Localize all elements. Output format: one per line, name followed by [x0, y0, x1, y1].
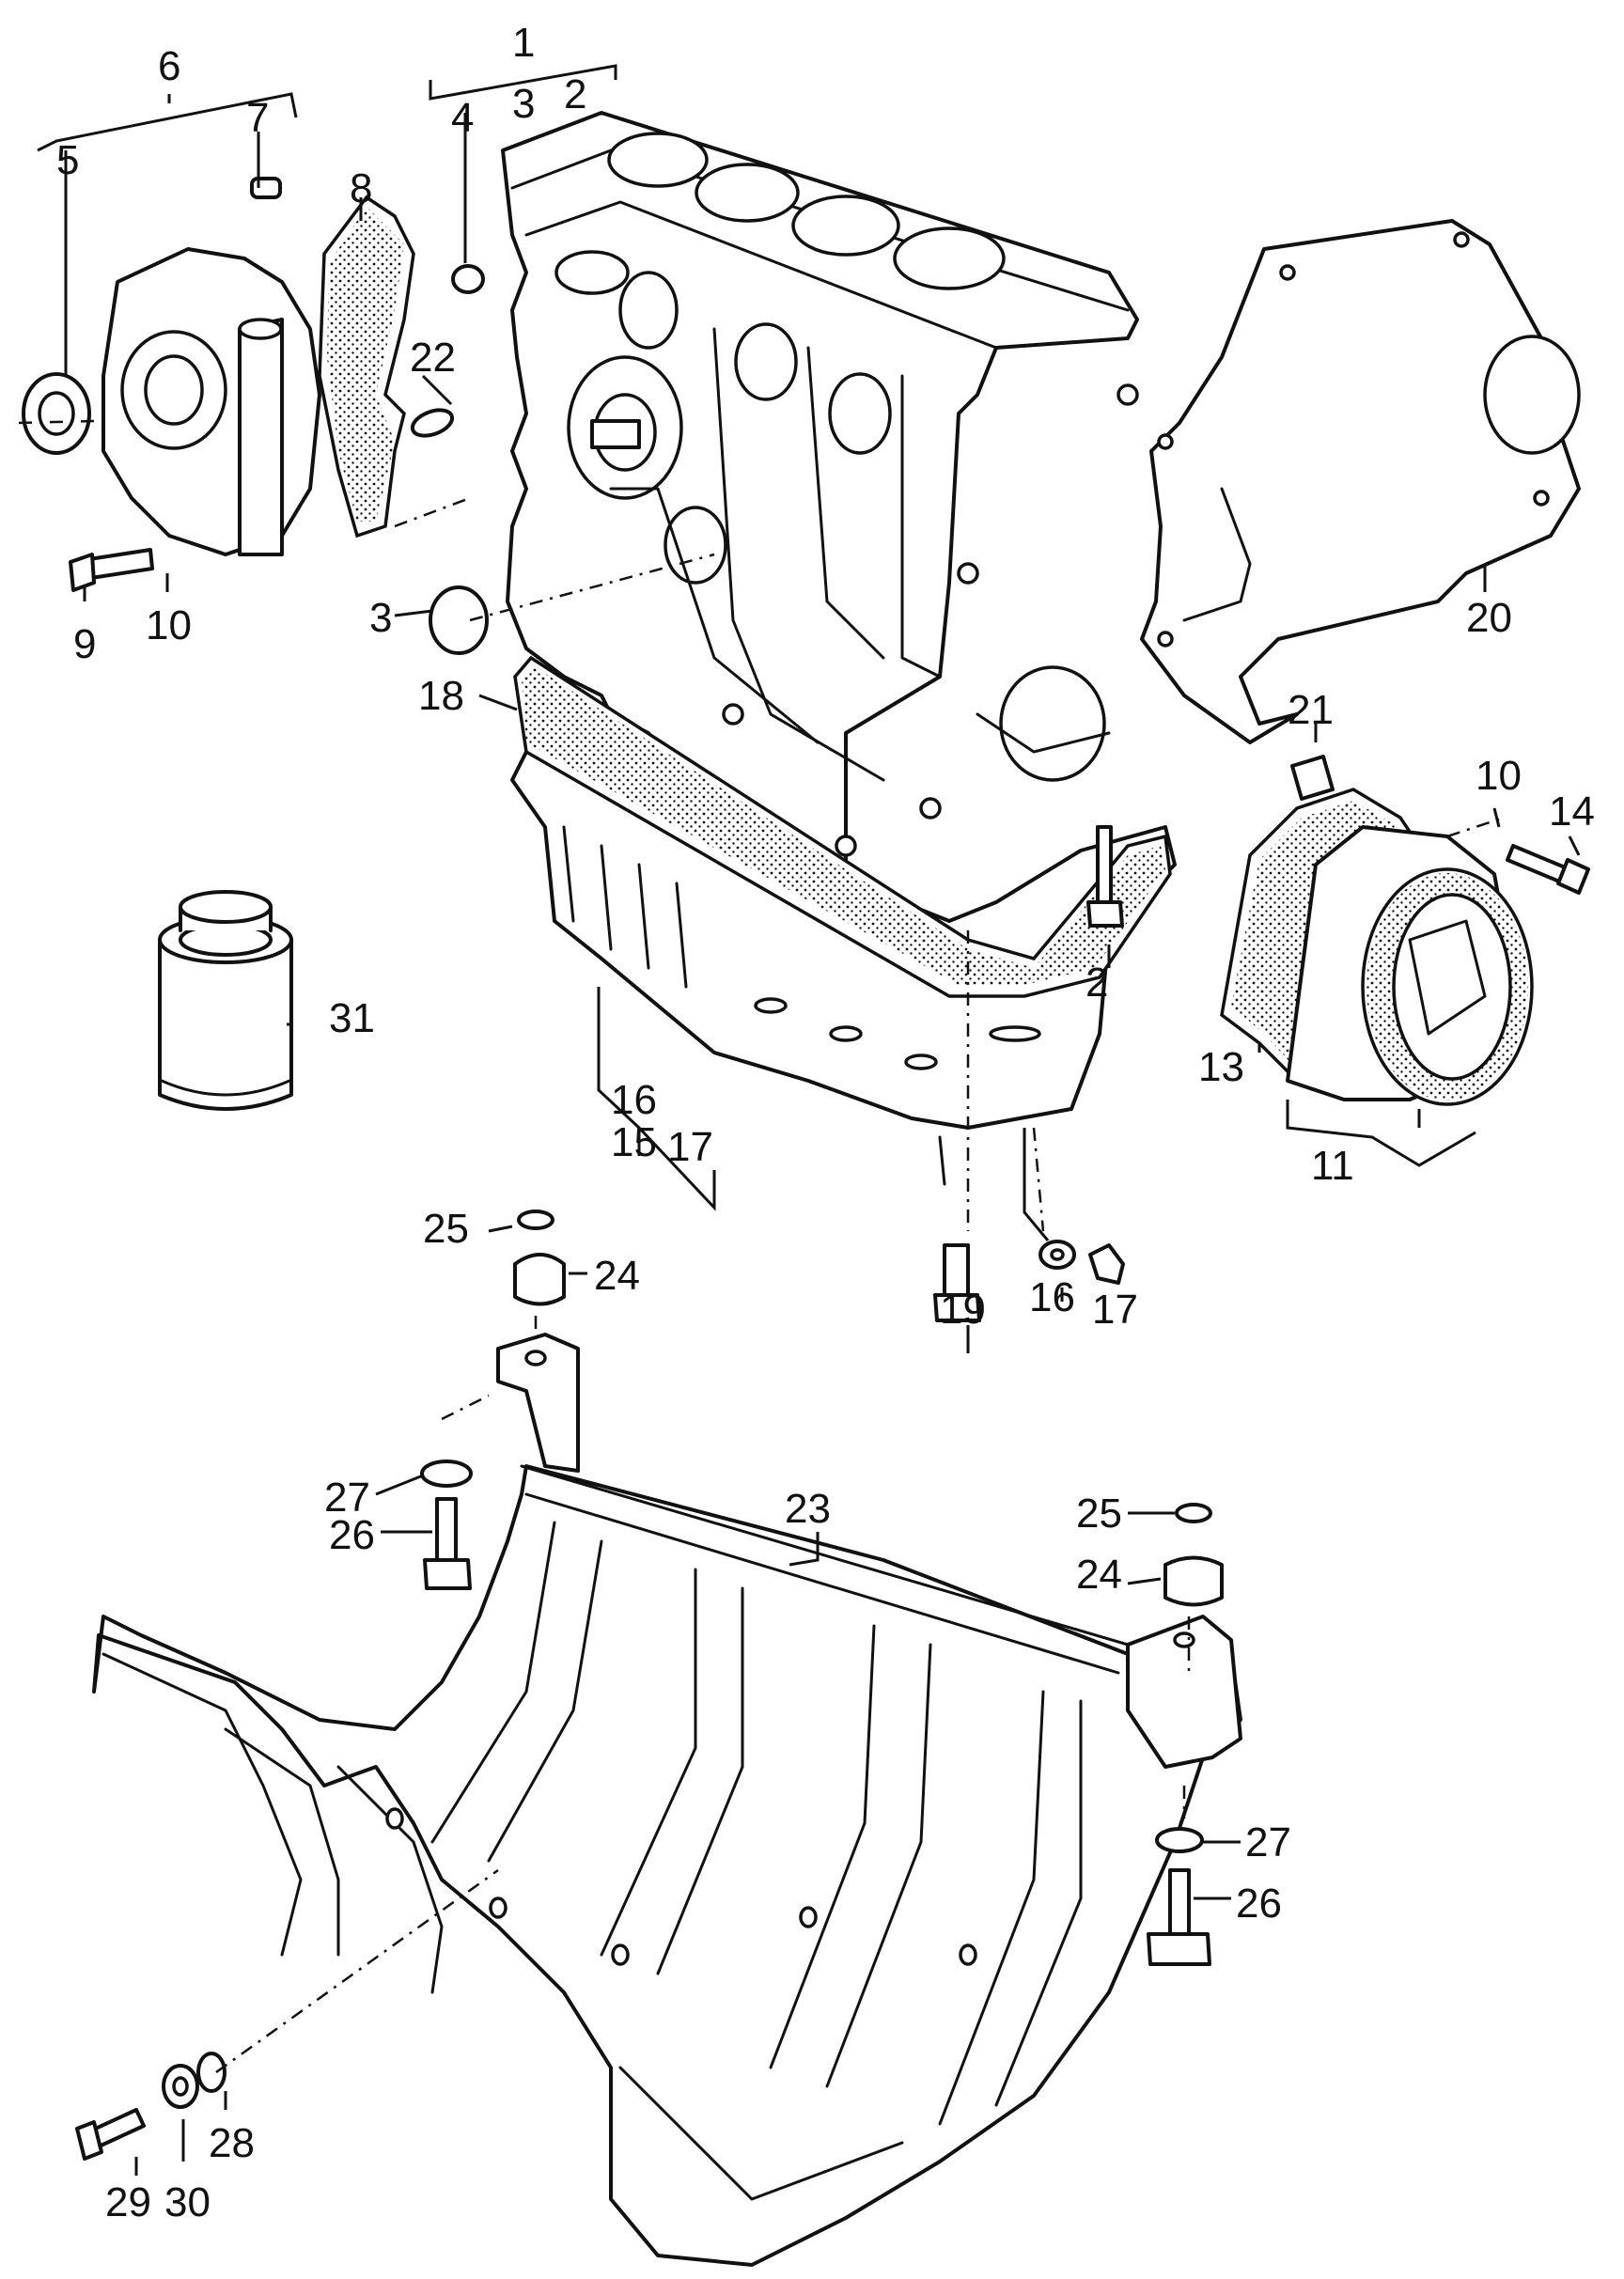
callout-label: 24: [594, 1253, 640, 1299]
callout-label: 1: [512, 20, 535, 66]
callout-label: 23: [785, 1486, 831, 1532]
callout-label: 28: [209, 2120, 255, 2166]
callout-label: 17: [1092, 1287, 1138, 1333]
callout-label: 21: [1288, 687, 1334, 733]
callout-label: 7: [246, 95, 269, 141]
leader-lines: [18, 64, 1581, 2176]
callout-label: 19: [940, 1287, 986, 1333]
callout-label: 5: [56, 137, 79, 183]
callout-label: 13: [1198, 1044, 1244, 1090]
callout-label: 27: [1245, 1819, 1291, 1865]
callout-label: 27: [324, 1475, 370, 1521]
callout-label: 16: [611, 1077, 657, 1123]
callout-label: 10: [146, 602, 192, 648]
pump-assembly: [22, 177, 489, 655]
callout-label: 14: [1549, 788, 1595, 835]
callout-label: 3: [369, 595, 392, 641]
callout-label: 22: [410, 335, 456, 381]
callout-label: 11: [1311, 1143, 1354, 1189]
callout-label: 4: [451, 95, 474, 141]
callout-label: 18: [418, 673, 464, 719]
cover-plate: [1140, 219, 1581, 744]
skid-plate: [75, 1333, 1242, 2267]
callout-label: 30: [164, 2179, 211, 2225]
callout-label: 29: [105, 2179, 151, 2225]
callout-label: 8: [350, 165, 372, 211]
callout-label: 17: [667, 1124, 713, 1170]
engine-block: [501, 111, 1139, 885]
callout-label: 6: [158, 43, 180, 89]
callout-label: 3: [512, 81, 535, 127]
oil-pan: [510, 655, 1177, 1186]
callout-label: 26: [1236, 1881, 1282, 1927]
callout-label: 25: [1076, 1491, 1122, 1537]
callout-label: 9: [73, 621, 96, 667]
drain-hardware: [513, 1210, 1125, 1322]
callout-label: 16: [1029, 1274, 1075, 1320]
callouts: 1 2 3 4 5 6 7 8 22 3 9 10 18 20 21 10 14…: [56, 20, 1595, 2225]
callout-label: 10: [1476, 753, 1522, 799]
callout-label: 24: [1076, 1552, 1122, 1598]
callout-label: 15: [611, 1119, 657, 1165]
sealant-can: [158, 890, 293, 1111]
seal-flange: [1086, 755, 1590, 1106]
callout-label: 31: [329, 995, 375, 1041]
callout-label: 2: [1085, 960, 1108, 1006]
callout-label: 26: [329, 1512, 375, 1558]
callout-label: 20: [1466, 595, 1512, 641]
callout-label: 2: [564, 71, 586, 117]
callout-label: 25: [423, 1206, 469, 1252]
